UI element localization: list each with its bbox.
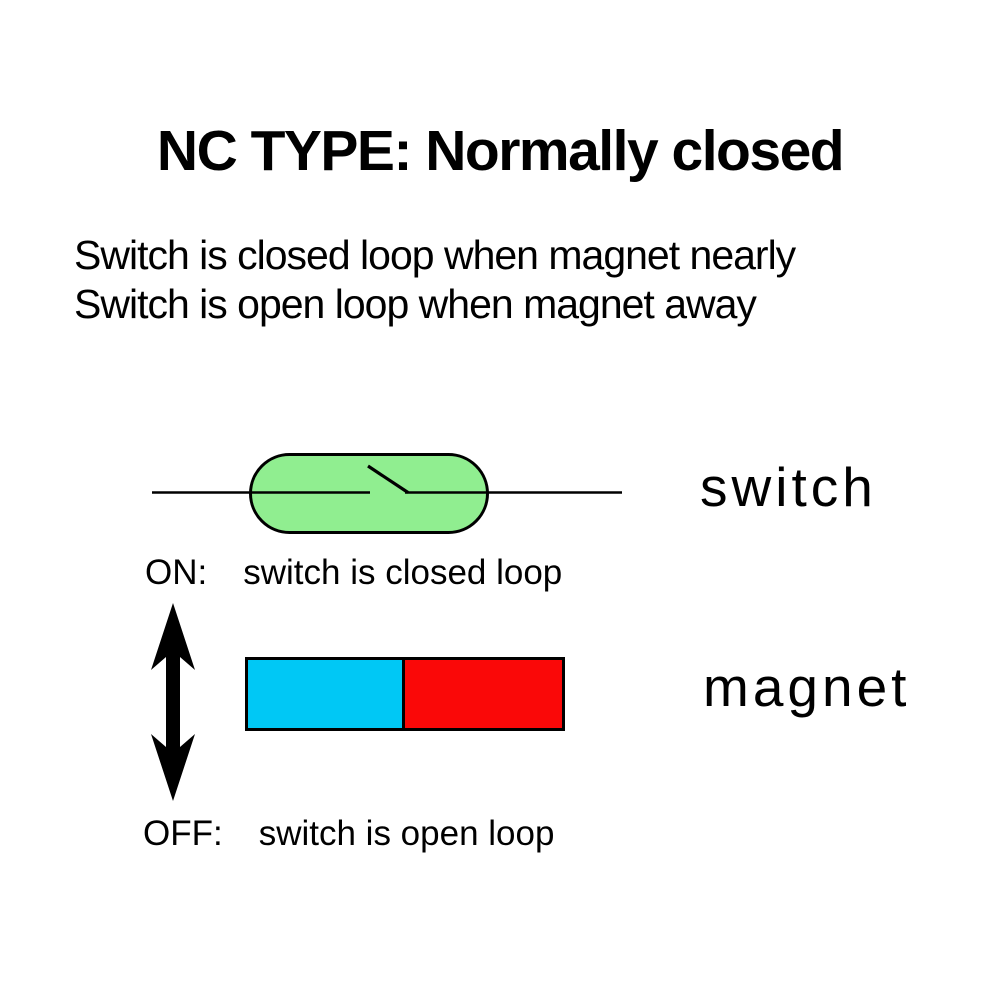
subtitle: Switch is closed loop when magnet nearly…: [74, 231, 796, 329]
magnet-south-pole: [405, 660, 562, 728]
switch-label: switch: [700, 456, 877, 518]
magnet-label: magnet: [703, 656, 911, 718]
reed-switch-icon: [152, 453, 622, 534]
off-state-text: switch is open loop: [258, 814, 555, 853]
on-state-label: ON:: [145, 553, 208, 592]
subtitle-line-1: Switch is closed loop when magnet nearly: [74, 232, 796, 278]
up-down-arrow-icon: [151, 603, 195, 801]
page-title: NC TYPE: Normally closed: [156, 119, 845, 183]
on-state-text: switch is closed loop: [243, 553, 563, 592]
off-state-label: OFF:: [143, 814, 223, 853]
magnet-north-pole: [248, 660, 405, 728]
switch-contact-blade: [367, 464, 409, 494]
magnet-body: [245, 657, 565, 731]
up-down-arrow-shape: [151, 603, 195, 801]
off-state-line: OFF: switch is open loop: [143, 814, 554, 854]
on-state-line: ON: switch is closed loop: [145, 553, 562, 593]
subtitle-line-2: Switch is open loop when magnet away: [74, 281, 757, 327]
